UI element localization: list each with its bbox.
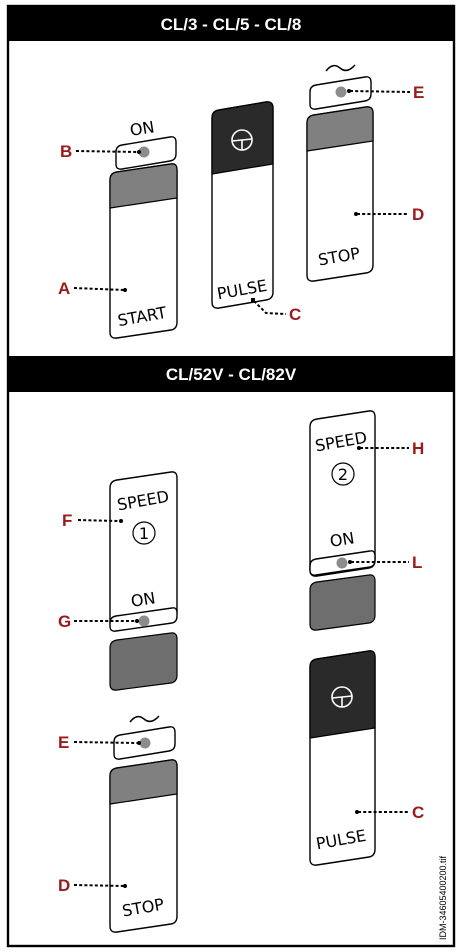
callout-c-bottom: C: [412, 803, 424, 822]
circle-with-cross-icon-bottom: [331, 686, 353, 708]
speed-2-dark-button: [309, 574, 376, 631]
leader-d-bottom: [73, 884, 125, 887]
ac-indicator-dot: [335, 86, 347, 98]
callout-a: A: [58, 279, 70, 298]
leader-f: [77, 519, 121, 522]
stop-switch-bottom: STOP: [109, 715, 178, 933]
pulse-button-cap: [211, 101, 274, 175]
leader-f-end: [119, 519, 123, 523]
leader-e-bottom-end: [137, 741, 141, 745]
leader-a: [73, 287, 125, 291]
callout-d-bottom: D: [58, 876, 70, 895]
callout-d-top: D: [412, 205, 424, 224]
stop-switch: STOP: [306, 64, 374, 282]
section-title-1: CL/3 - CL/5 - CL/8: [161, 15, 302, 34]
speed-2-number: 2: [338, 465, 348, 484]
pulse-switch: PULSE: [211, 101, 274, 309]
leader-c-top-end: [251, 298, 255, 302]
speed-1-on-label: ON: [130, 588, 157, 611]
leader-d-bottom-end: [123, 884, 127, 888]
speed-1-dark-button: [109, 632, 178, 691]
speed-2-number-circle: [331, 462, 355, 486]
speed-1-on-dot: [138, 615, 150, 627]
stop-button-tab-bottom: [109, 759, 178, 805]
leader-h-end: [357, 446, 361, 450]
section-header-1: [8, 6, 454, 41]
callout-l: L: [412, 553, 422, 572]
callout-c-top: C: [289, 305, 301, 324]
callout-b: B: [60, 142, 72, 161]
figure-frame: [6, 4, 456, 948]
speed-2-on-label: ON: [329, 528, 356, 551]
stop-button-tab: [306, 106, 374, 152]
on-label: ON: [129, 117, 156, 140]
circle-with-cross-icon: [231, 129, 253, 151]
ac-indicator-dot-bottom: [139, 737, 151, 749]
leader-e-top-end: [347, 89, 351, 93]
speed-1-number-circle: [132, 521, 156, 545]
leader-b-end: [137, 150, 141, 154]
speed-2-on-dot: [336, 557, 348, 569]
leader-a-end: [123, 288, 127, 292]
speed-1-number: 1: [139, 524, 149, 543]
pulse-switch-bottom: PULSE: [309, 650, 376, 866]
leader-d-top-end: [354, 212, 358, 216]
callout-g: G: [58, 612, 71, 631]
tilde-icon: [325, 64, 356, 72]
leader-c-bottom-end: [355, 810, 359, 814]
speed-2-switch: SPEED 2 ON: [309, 410, 376, 631]
file-id: IDM-34605400200.tif: [438, 855, 448, 940]
tilde-icon-bottom: [129, 715, 160, 723]
callout-h: H: [412, 439, 424, 458]
callout-e-top: E: [413, 83, 424, 102]
leader-b: [75, 150, 139, 153]
section-header-2: [8, 356, 454, 392]
leader-e-bottom: [73, 741, 139, 744]
section-title-2: CL/52V - CL/82V: [166, 365, 297, 384]
leader-l-end: [348, 560, 352, 564]
leader-g-end: [135, 619, 139, 623]
start-button-tab: [109, 163, 178, 209]
on-indicator-dot: [138, 146, 150, 158]
callout-e-bottom: E: [58, 733, 69, 752]
leader-c-top: [253, 300, 287, 315]
callout-f: F: [62, 511, 72, 530]
pulse-button-cap-bottom: [309, 650, 376, 739]
start-switch: ON START: [109, 117, 178, 339]
speed-1-switch: SPEED 1 ON: [109, 471, 178, 691]
